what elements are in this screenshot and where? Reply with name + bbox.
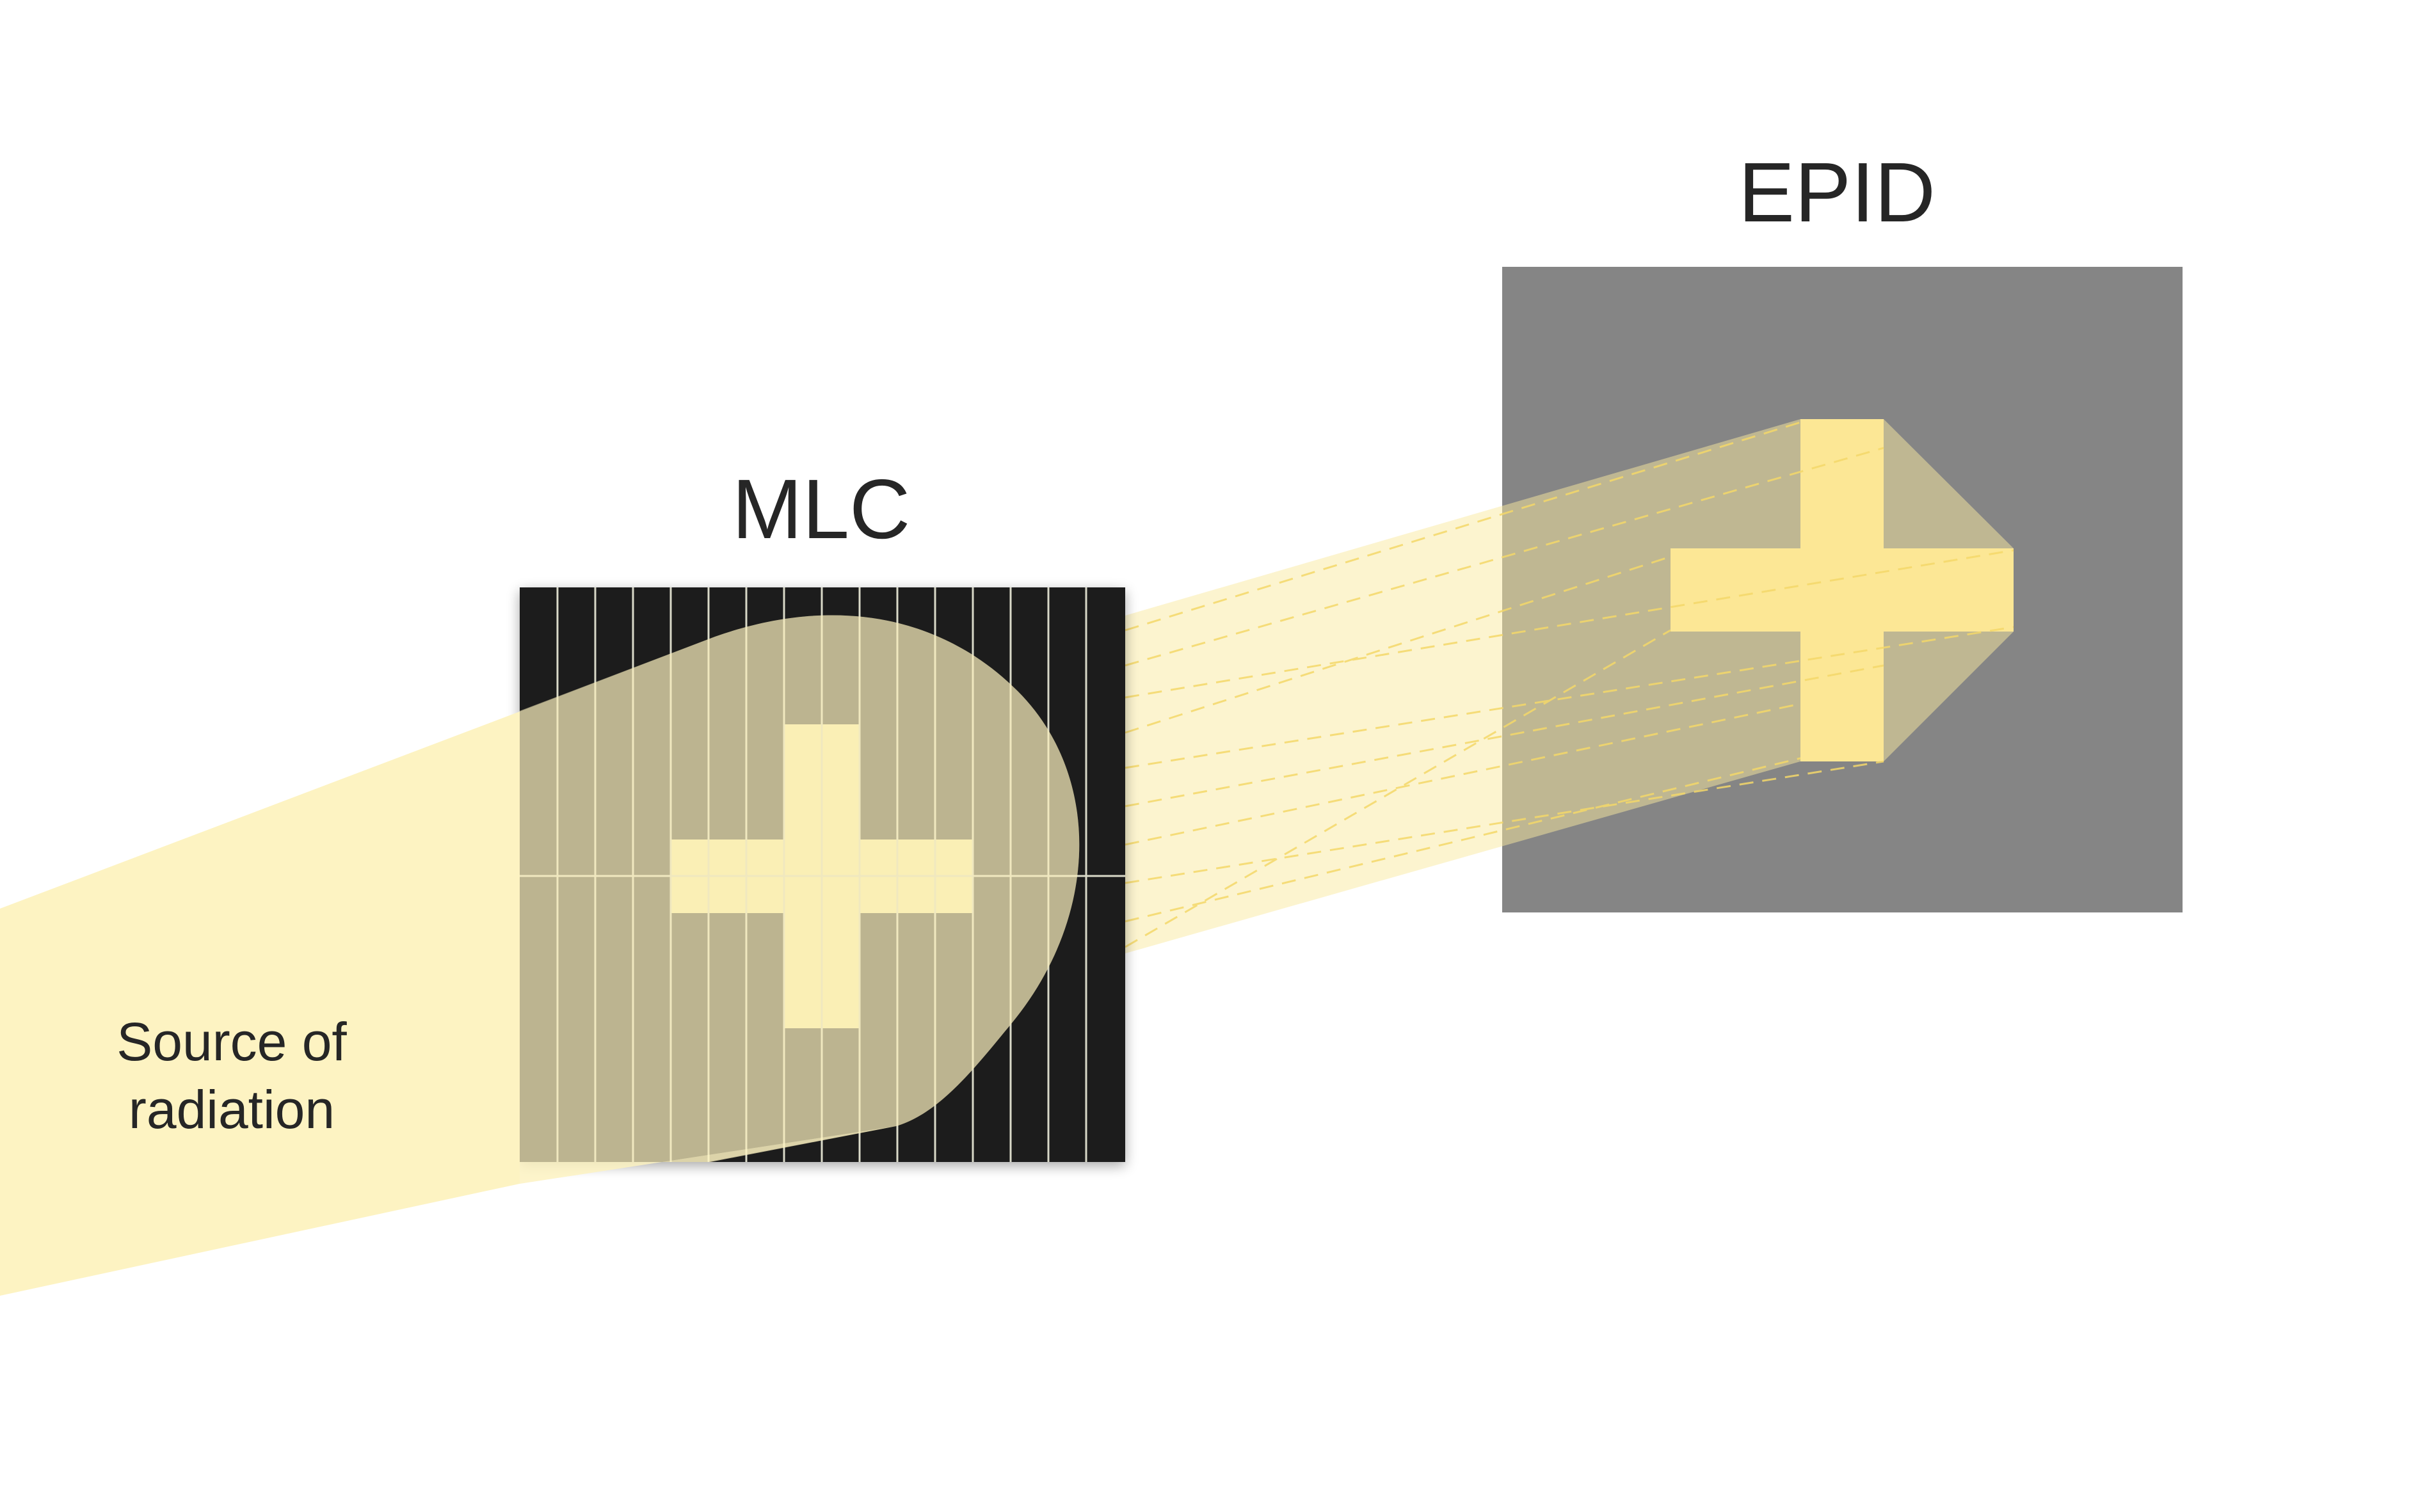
source-label-line2: radiation [128, 1079, 335, 1140]
source-of-radiation-label: Source of radiation [116, 1008, 347, 1143]
mlc-label: MLC [732, 462, 911, 556]
source-beam [0, 615, 1080, 1296]
projection-rays [1125, 421, 2014, 948]
epid-label: EPID [1738, 145, 1936, 239]
source-label-line1: Source of [116, 1012, 347, 1072]
projection-beam [1125, 419, 2014, 953]
